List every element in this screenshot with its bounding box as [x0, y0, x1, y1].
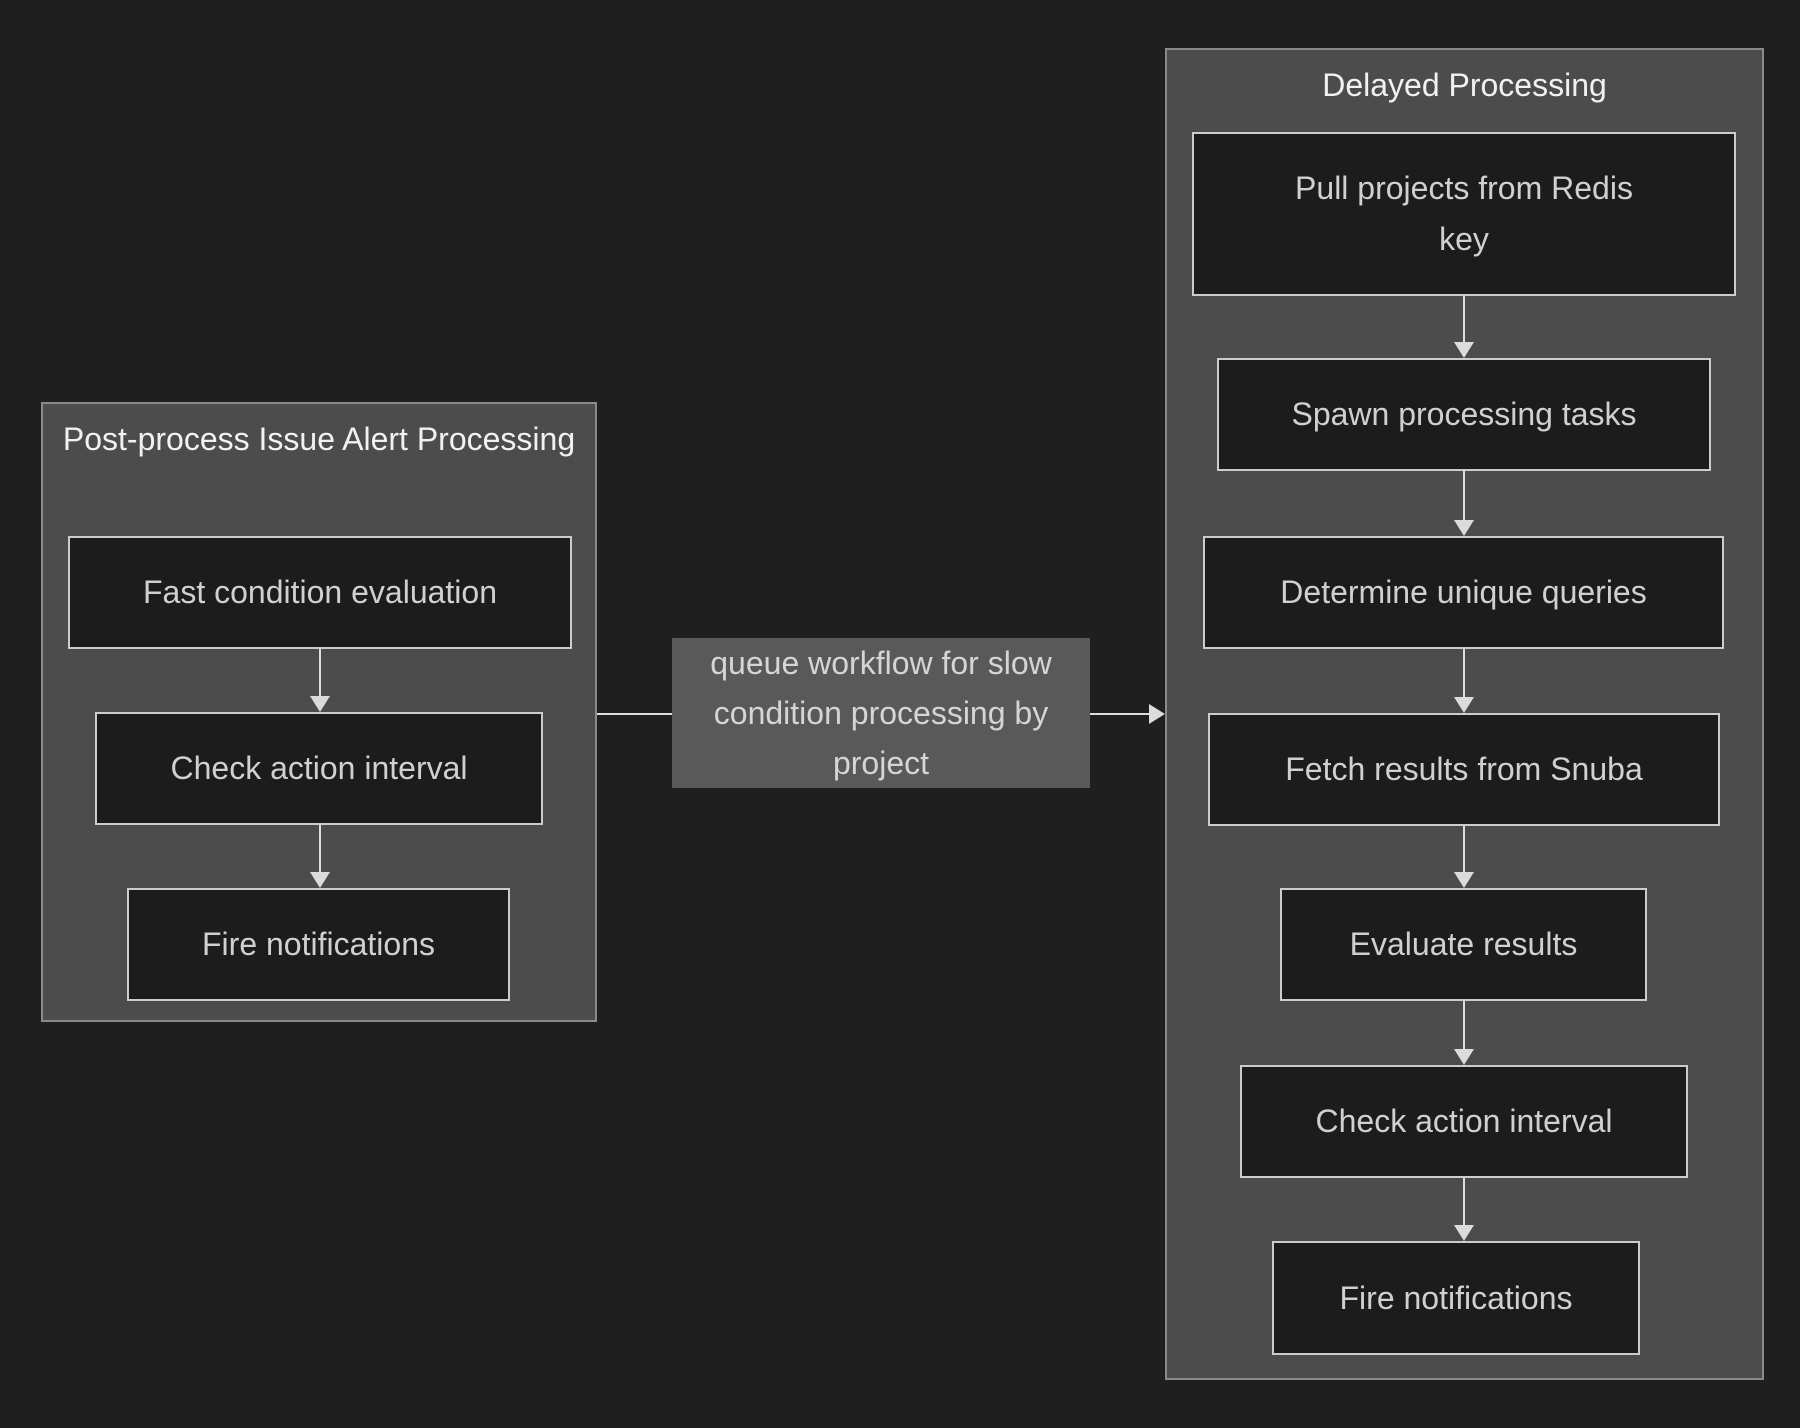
arrow-pull-to-spawn — [1454, 296, 1474, 358]
node-label: Fire notifications — [202, 926, 435, 962]
node-determine-unique-queries: Determine unique queries — [1203, 536, 1724, 649]
arrow-check-to-fire-right — [1454, 1178, 1474, 1241]
node-label: Check action interval — [170, 750, 468, 786]
edge-line-right-segment — [1090, 713, 1149, 715]
node-fast-condition-evaluation: Fast condition evaluation — [68, 536, 572, 649]
arrow-fetch-to-evaluate — [1454, 826, 1474, 888]
arrow-check-to-fire-left — [310, 825, 330, 888]
edge-label-queue-workflow: queue workflow for slow condition proces… — [672, 638, 1090, 788]
node-fetch-results-from-snuba: Fetch results from Snuba — [1208, 713, 1720, 826]
arrow-fast-to-check — [310, 649, 330, 712]
node-label: Fire notifications — [1339, 1279, 1573, 1316]
node-label: Check action interval — [1315, 1103, 1613, 1139]
node-evaluate-results: Evaluate results — [1280, 888, 1647, 1001]
node-label: Determine unique queries — [1280, 574, 1647, 610]
arrow-determine-to-fetch — [1454, 649, 1474, 713]
node-spawn-processing-tasks: Spawn processing tasks — [1217, 358, 1711, 471]
node-fire-notifications-left: Fire notifications — [127, 888, 510, 1001]
cluster-title-post-process: Post-process Issue Alert Processing — [43, 414, 595, 465]
cluster-title-text: Delayed Processing — [1322, 67, 1607, 103]
arrow-spawn-to-determine — [1454, 471, 1474, 536]
node-label: Fetch results from Snuba — [1285, 751, 1643, 787]
node-label: Pull projects from Redis key — [1295, 170, 1633, 257]
node-pull-projects-from-redis-key: Pull projects from Redis key — [1192, 132, 1736, 296]
node-label: Spawn processing tasks — [1291, 396, 1637, 432]
node-check-action-interval-right: Check action interval — [1240, 1065, 1688, 1178]
arrow-evaluate-to-check — [1454, 1001, 1474, 1065]
cluster-title-text: Post-process Issue Alert Processing — [62, 421, 576, 457]
edge-label-text: queue workflow for slow condition proces… — [710, 645, 1052, 781]
edge-arrowhead-into-delayed-processing — [1149, 704, 1165, 724]
node-label: Evaluate results — [1349, 926, 1578, 962]
node-check-action-interval-left: Check action interval — [95, 712, 543, 825]
cluster-title-delayed: Delayed Processing — [1167, 60, 1762, 111]
node-fire-notifications-right: Fire notifications — [1272, 1241, 1640, 1355]
node-label: Fast condition evaluation — [143, 574, 497, 610]
edge-line-left-segment — [597, 713, 672, 715]
